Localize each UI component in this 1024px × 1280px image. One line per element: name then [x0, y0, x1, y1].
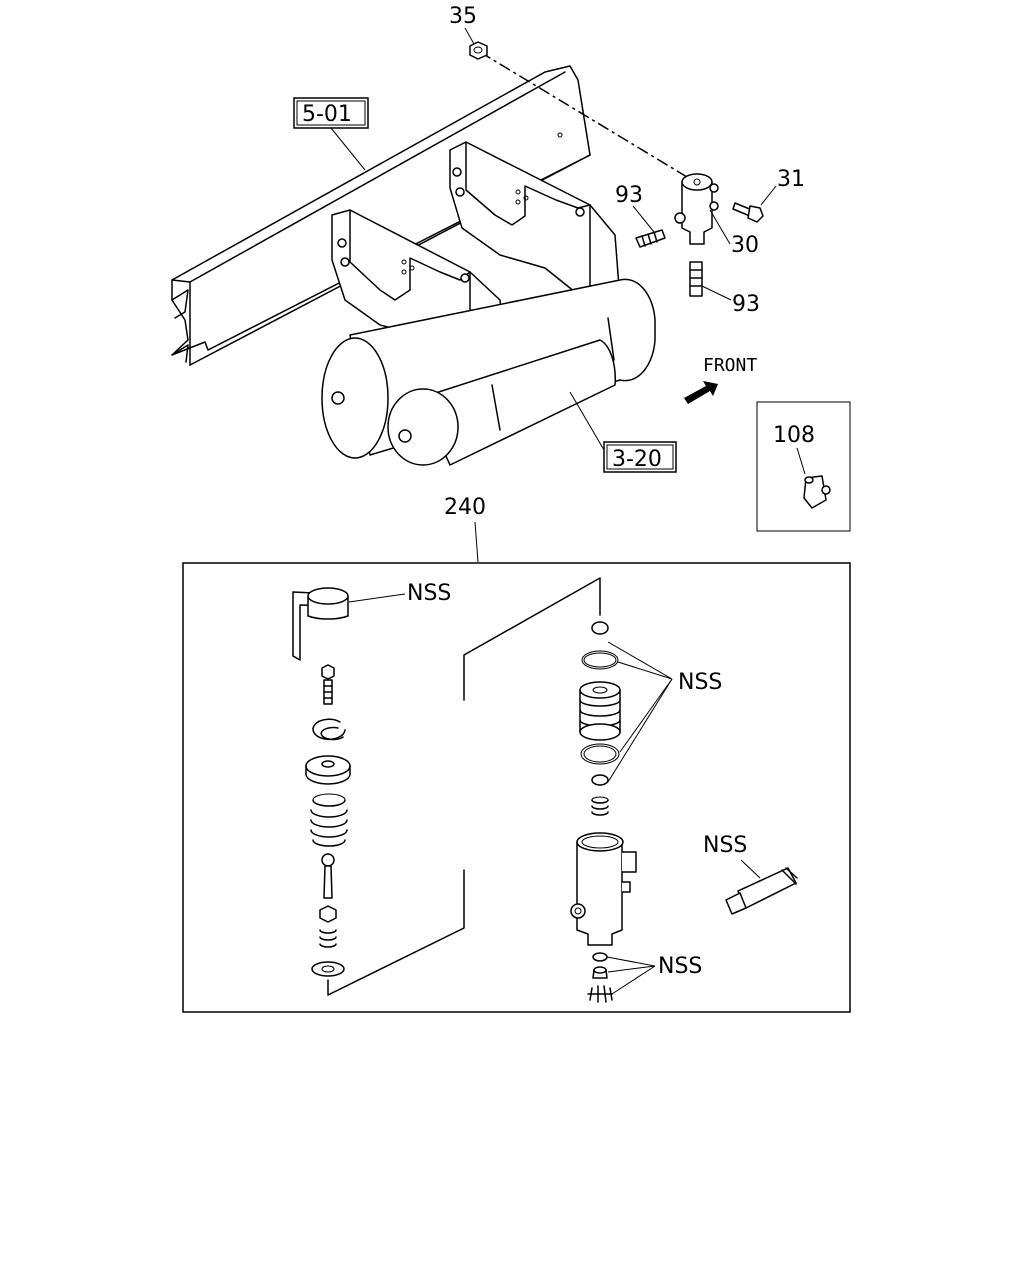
callout-35-label: 35 — [449, 4, 477, 29]
valve-body-30 — [674, 173, 719, 245]
ref-box-3-20: 3-20 — [569, 391, 677, 473]
nss-seals-label: NSS — [678, 670, 722, 695]
air-tank-front — [387, 317, 616, 466]
ref-3-20-label: 3-20 — [612, 447, 662, 472]
callout-108: 108 — [773, 423, 815, 475]
nut-35 — [469, 41, 488, 60]
bolt-31 — [732, 202, 764, 223]
fitting-93-side — [635, 229, 666, 248]
assembly-centerline — [479, 51, 693, 181]
kit-connector-lines — [327, 577, 601, 996]
nss-small-parts-label: NSS — [658, 954, 702, 979]
callout-35: 35 — [449, 4, 477, 45]
fitting-93-bottom — [689, 261, 703, 297]
callout-31: 31 — [760, 167, 805, 206]
nss-small-parts: NSS — [606, 954, 702, 995]
callout-30: 30 — [709, 209, 759, 258]
callout-240: 240 — [444, 495, 486, 563]
ref-5-01-label: 5-01 — [302, 102, 352, 127]
inset-108 — [756, 401, 851, 532]
front-label: FRONT — [703, 355, 757, 376]
callout-93-upper-label: 93 — [615, 183, 643, 208]
callout-93-lower-label: 93 — [732, 292, 760, 317]
kit-right-column — [570, 621, 637, 1003]
ref-box-5-01: 5-01 — [293, 97, 369, 171]
callout-93-upper: 93 — [615, 183, 655, 233]
nss-seals: NSS — [607, 641, 722, 783]
callout-30-label: 30 — [731, 233, 759, 258]
callout-108-label: 108 — [773, 423, 815, 448]
callout-240-label: 240 — [444, 495, 486, 520]
nss-cover: NSS — [348, 581, 451, 606]
kit-box-240 — [182, 562, 851, 1013]
callout-93-lower: 93 — [701, 285, 760, 317]
nss-grease: NSS — [703, 833, 761, 879]
kit-left-column — [292, 587, 351, 977]
nss-cover-label: NSS — [407, 581, 451, 606]
front-direction: FRONT — [684, 355, 757, 404]
grease-tube — [725, 867, 798, 915]
nss-grease-label: NSS — [703, 833, 747, 858]
callout-31-label: 31 — [777, 167, 805, 192]
